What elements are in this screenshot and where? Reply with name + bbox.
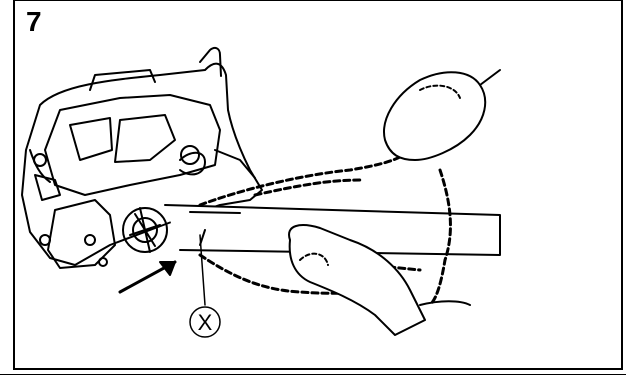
bottom-rule [0, 374, 626, 375]
hand-upper [384, 70, 500, 160]
callout-label: X [198, 310, 213, 335]
push-arrow [120, 262, 175, 292]
